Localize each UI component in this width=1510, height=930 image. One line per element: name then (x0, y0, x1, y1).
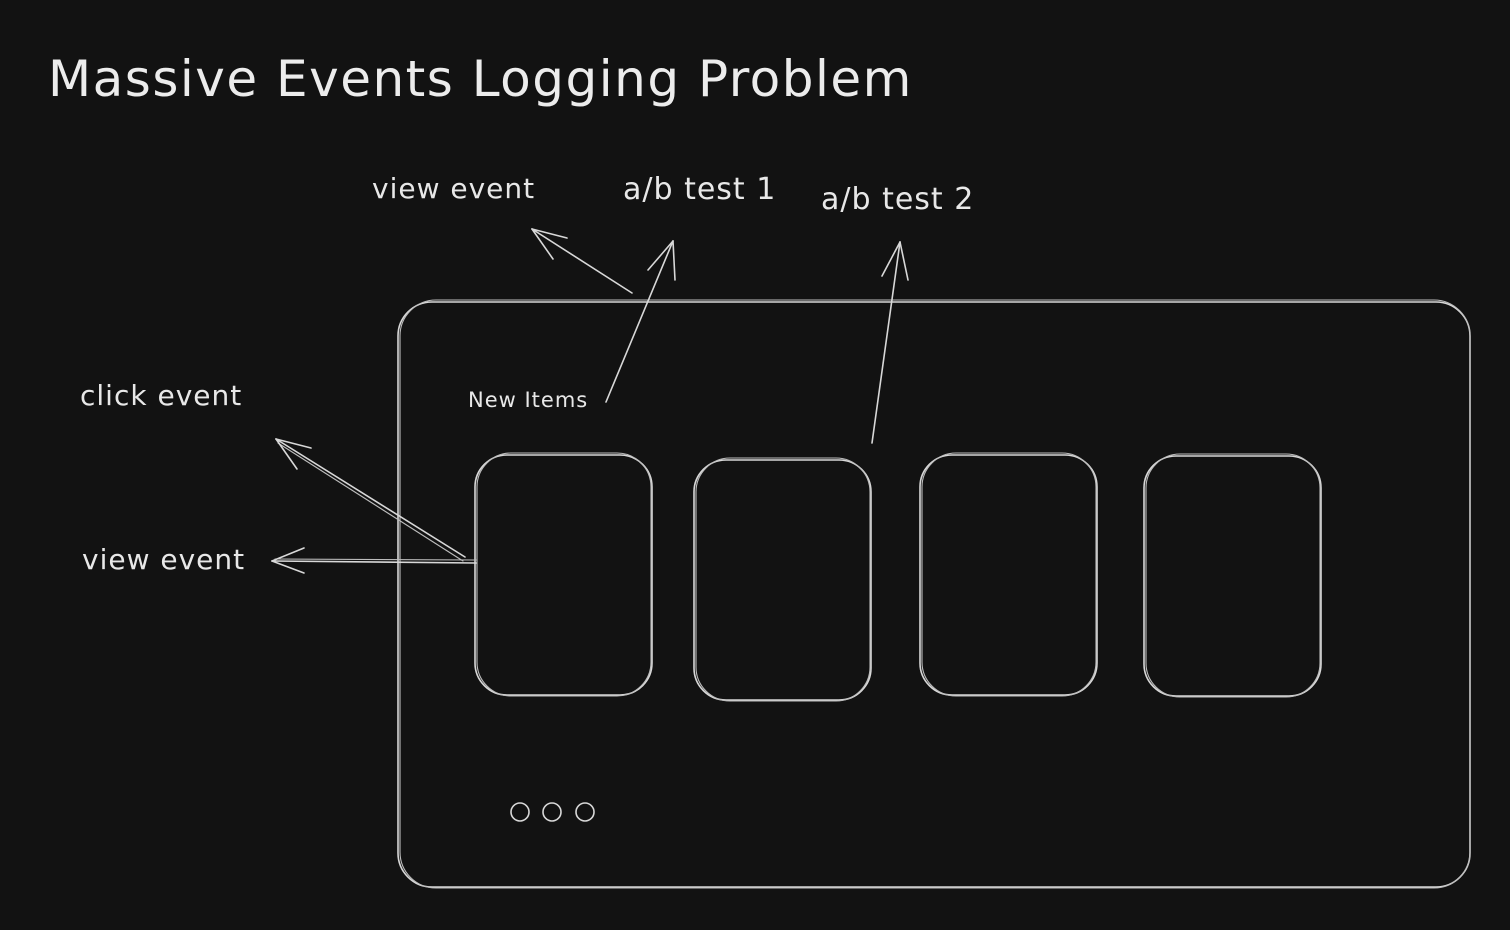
label-view-event-top: view event (372, 172, 535, 205)
pagination-dots (510, 802, 595, 822)
screen-frame (397, 299, 1471, 889)
label-ab-test-2: a/b test 2 (821, 182, 974, 217)
item-card-3 (919, 452, 1098, 697)
arrow-view-event-top (531, 228, 633, 294)
arrow-click-event (275, 438, 466, 562)
arrow-ab-test-2 (871, 241, 909, 444)
arrow-view-event-left (271, 547, 477, 574)
label-new-items: New Items (468, 388, 588, 412)
label-view-event-left: view event (82, 543, 245, 576)
arrow-ab-test-1 (605, 240, 676, 403)
label-ab-test-1: a/b test 1 (623, 172, 776, 207)
item-card-1 (474, 452, 653, 697)
diagram-title: Massive Events Logging Problem (48, 50, 913, 108)
item-card-2 (693, 457, 872, 702)
item-card-4 (1143, 453, 1322, 698)
label-click-event: click event (80, 379, 242, 412)
